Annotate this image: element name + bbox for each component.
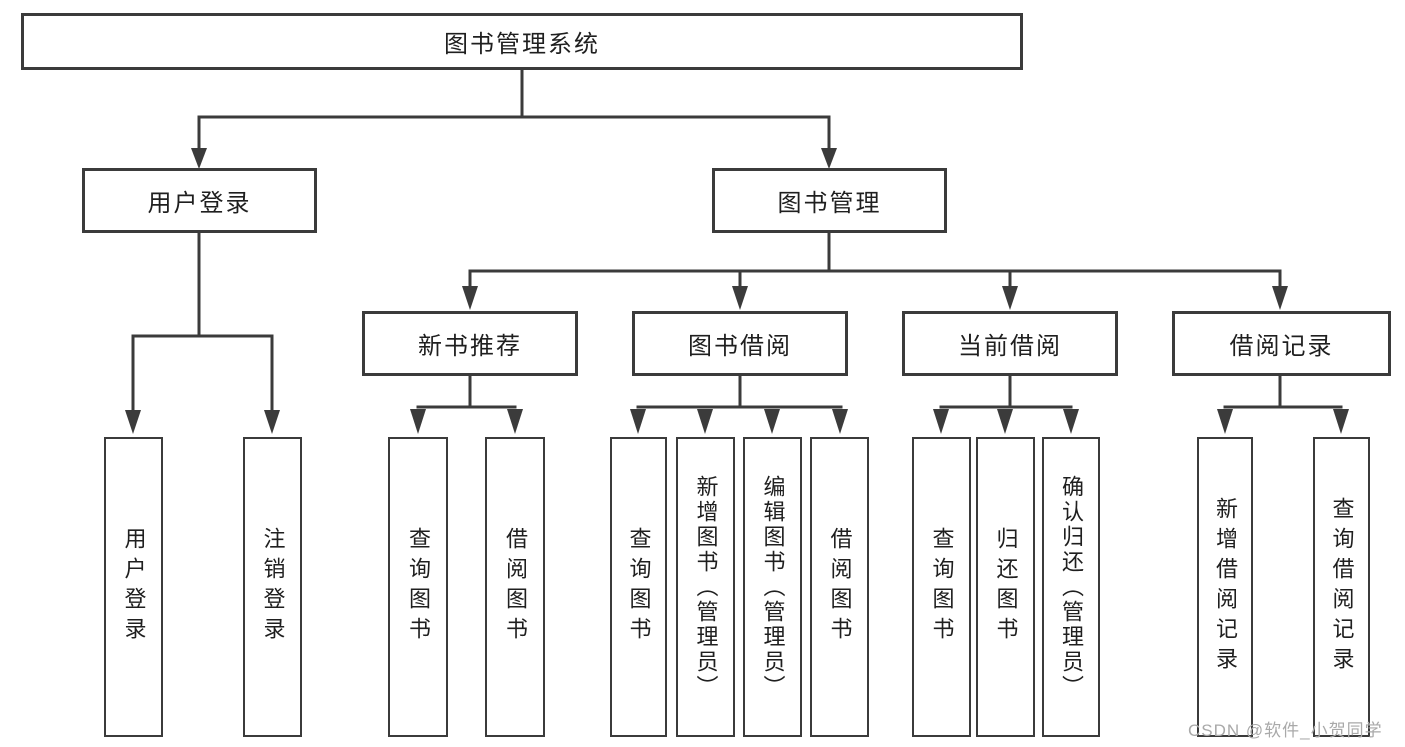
node-edit-books-admin: 编辑图书（管理员） [743, 437, 802, 737]
node-borrow-books-recommend: 借阅图书 [485, 437, 545, 737]
node-user-login-leaf: 用户登录 [104, 437, 163, 737]
node-new-book-recommend: 新书推荐 [362, 311, 578, 376]
node-user-login-branch: 用户登录 [82, 168, 317, 233]
node-confirm-return-admin: 确认归还（管理员） [1042, 437, 1100, 737]
node-library-management-system: 图书管理系统 [21, 13, 1023, 70]
node-borrow-books-leaf: 借阅图书 [810, 437, 869, 737]
node-borrow-records: 借阅记录 [1172, 311, 1391, 376]
node-query-borrow-record: 查询借阅记录 [1313, 437, 1370, 737]
node-query-books-recommend: 查询图书 [388, 437, 448, 737]
node-logout-leaf: 注销登录 [243, 437, 302, 737]
node-return-books: 归还图书 [976, 437, 1035, 737]
node-add-books-admin: 新增图书（管理员） [676, 437, 735, 737]
node-current-borrow: 当前借阅 [902, 311, 1118, 376]
csdn-watermark: CSDN @软件_小贺同学 [1188, 721, 1383, 740]
node-book-borrow: 图书借阅 [632, 311, 848, 376]
node-add-borrow-record: 新增借阅记录 [1197, 437, 1253, 737]
node-book-management-branch: 图书管理 [712, 168, 947, 233]
arrowhead-icons [125, 148, 1349, 434]
node-query-books-current: 查询图书 [912, 437, 971, 737]
node-query-books-borrow: 查询图书 [610, 437, 667, 737]
